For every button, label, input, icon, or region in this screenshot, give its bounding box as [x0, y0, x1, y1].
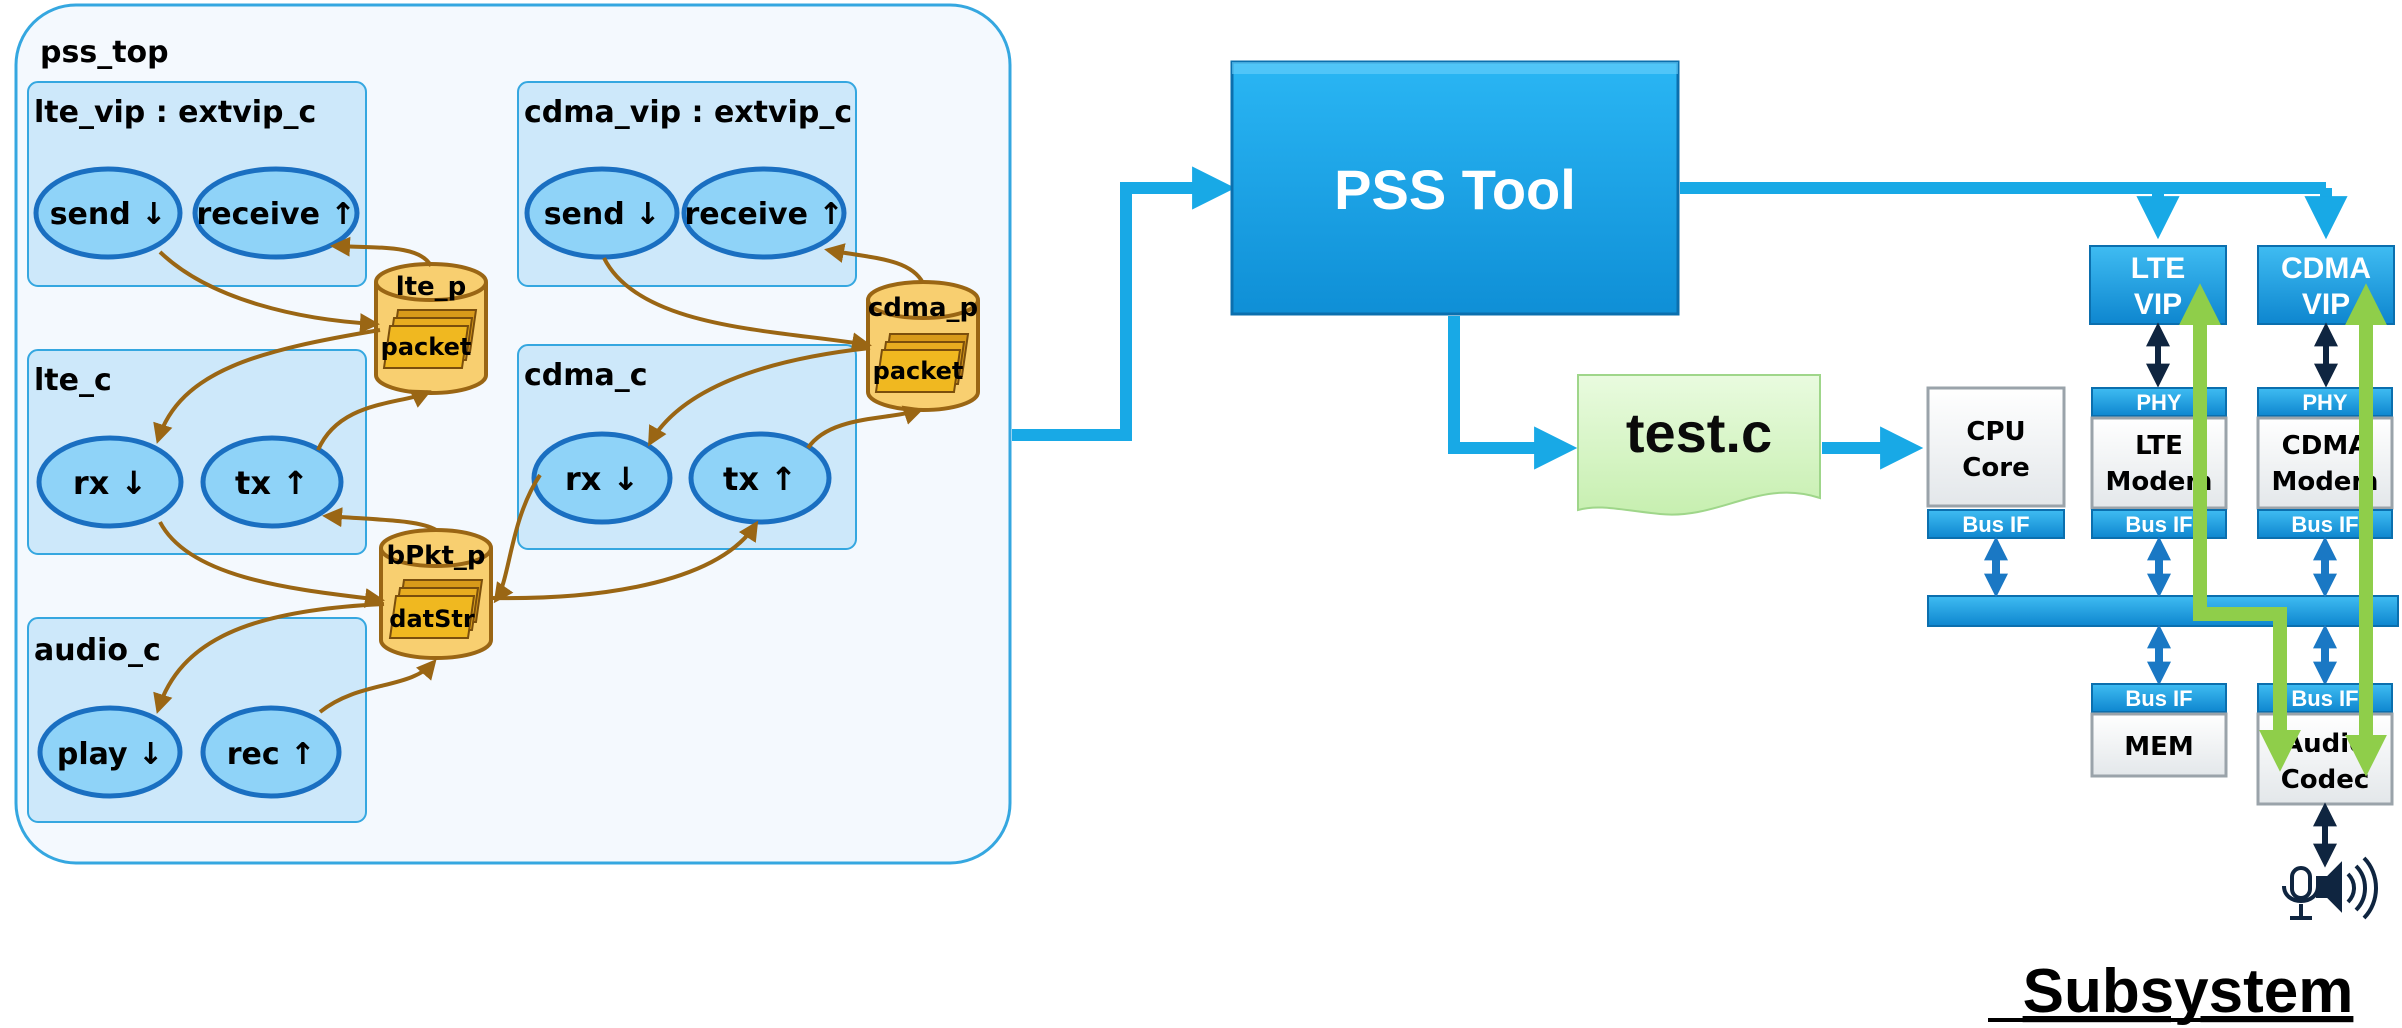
- pss-top-to-tool-arrow: [1012, 166, 1236, 441]
- system-bus: [1927, 595, 2399, 627]
- data-stream-stack-icon: [388, 579, 484, 639]
- cdma-c-tx-label: tx ↑: [723, 460, 797, 498]
- lte-vip-receive-label: receive ↑: [196, 197, 355, 232]
- audio-c-rec-action: [200, 705, 342, 799]
- flow-cdma-p-to-cdma-rx: [648, 346, 871, 447]
- lte-c-tx-label: tx ↑: [235, 464, 309, 502]
- flow-cdma-tx-to-cdma-p: [806, 405, 924, 450]
- green-path-lte-to-audio: [2179, 283, 2301, 772]
- lte-modem-line1: LTE: [2135, 431, 2183, 461]
- audio-c-title: audio_c: [34, 633, 161, 668]
- test-file-label: test.c: [1626, 401, 1772, 464]
- lte-vip-title: lte_vip : extvip_c: [34, 95, 316, 130]
- cdma-vip-block: CDMA VIP: [2257, 245, 2395, 325]
- pool-flow-arrows: [153, 236, 925, 714]
- audio-c-play-label: play ↓: [57, 737, 163, 772]
- cdma-c-rx-label: rx ↓: [565, 460, 639, 498]
- cdma-vip-send-action: [524, 166, 680, 260]
- cpu-bus-if-label: Bus IF: [1962, 512, 2029, 537]
- pool-lte-p: lte_p packet: [374, 262, 488, 395]
- mem-bus-if-label: Bus IF: [2125, 686, 2192, 711]
- pool-cdma-p-content: packet: [873, 357, 964, 385]
- lte-vip-component: lte_vip : extvip_c send ↓ receive ↑: [27, 81, 367, 287]
- pool-bpkt-p-content: datStr: [389, 605, 475, 633]
- cdma-c-tx-action: [688, 431, 832, 525]
- pool-cdma-p: cdma_p packet: [866, 280, 980, 412]
- flow-bpkt-p-to-audio-play: [153, 602, 385, 714]
- flow-lte-rx-to-bpkt-p: [158, 521, 385, 608]
- lte-c-tx-action: [200, 435, 344, 529]
- flow-lte-p-to-lte-rx: [153, 328, 381, 444]
- test-traffic-paths: [2179, 283, 2387, 777]
- cdma-vip-title: cdma_vip : extvip_c: [524, 95, 852, 130]
- audio-c-play-action: [37, 705, 183, 799]
- cdma-vip-receive-label: receive ↑: [684, 197, 843, 232]
- flow-lte-tx-to-lte-p: [316, 389, 432, 451]
- flow-bpkt-p-to-lte-tx: [322, 507, 438, 532]
- flow-lte-send-to-lte-p: [158, 250, 380, 334]
- flow-audio-rec-to-bpkt-p: [318, 658, 437, 714]
- lte-vip-block-line1: LTE: [2131, 252, 2185, 285]
- cdma-c-component: cdma_c rx ↓ tx ↑: [517, 344, 857, 550]
- test-file-document: test.c: [1577, 374, 1821, 516]
- lte-modem-bus-if-label: Bus IF: [2125, 512, 2192, 537]
- mem-label: MEM: [2124, 732, 2194, 762]
- cdma-c-title: cdma_c: [524, 358, 648, 393]
- flow-cdma-send-to-cdma-p: [602, 257, 872, 353]
- lte-vip-send-label: send ↓: [50, 197, 167, 232]
- cpu-core-block: CPU Core Bus IF: [1926, 386, 2066, 539]
- cdma-vip-block-line1: CDMA: [2281, 252, 2371, 285]
- lte-c-component: lte_c rx ↓ tx ↑: [27, 349, 367, 555]
- lte-c-title: lte_c: [34, 363, 112, 398]
- cdma-vip-block-line2: VIP: [2302, 288, 2350, 321]
- pool-lte-p-name: lte_p: [396, 272, 467, 302]
- lte-c-rx-action: [36, 435, 184, 529]
- audio-bus-if-label: Bus IF: [2291, 686, 2358, 711]
- bus-links: [1984, 536, 2337, 686]
- audio-codec-line2: Codec: [2281, 765, 2370, 795]
- tool-to-test-file-arrow: [1448, 316, 1578, 470]
- subsystem-title: Subsystem: [2023, 957, 2354, 1026]
- cdma-modem-line1: CDMA: [2282, 431, 2369, 461]
- packet-stack-icon: [382, 309, 478, 369]
- audio-c-rec-label: rec ↑: [227, 737, 316, 772]
- pool-bpkt-p-name: bPkt_p: [387, 541, 486, 571]
- cdma-vip-component: cdma_vip : extvip_c send ↓ receive ↑: [517, 81, 857, 287]
- mem-block: Bus IF MEM: [2090, 683, 2228, 778]
- cdma-vip-receive-action: [681, 166, 847, 260]
- pss-tool-label: PSS Tool: [1334, 158, 1576, 221]
- flow-lte-p-to-lte-receive: [330, 236, 433, 268]
- flow-cdma-rx-to-bpkt-p: [493, 473, 542, 604]
- lte-vip-block-line2: VIP: [2134, 288, 2182, 321]
- microphone-speaker-icon: [2282, 856, 2378, 920]
- pool-bpkt-p: bPkt_p datStr: [379, 528, 493, 660]
- audio-codec-line1: Audio: [2283, 729, 2367, 759]
- cdma-vip-send-label: send ↓: [544, 197, 661, 232]
- flow-cdma-p-to-cdma-receive: [824, 243, 925, 285]
- flow-bpkt-p-to-cdma-tx: [490, 520, 759, 601]
- pss-top-title: pss_top: [40, 35, 169, 70]
- lte-modem-phy-label: PHY: [2136, 390, 2182, 415]
- lte-vip-send-action: [33, 166, 183, 260]
- cdma-modem-bus-if-label: Bus IF: [2291, 512, 2358, 537]
- packet-stack-icon: [874, 333, 970, 393]
- cdma-modem-phy-label: PHY: [2302, 390, 2348, 415]
- pool-lte-p-content: packet: [381, 333, 472, 361]
- lte-vip-receive-action: [192, 166, 360, 260]
- cpu-core-line2: Core: [1962, 453, 2029, 483]
- audio-c-component: audio_c play ↓ rec ↑: [27, 617, 367, 823]
- cpu-core-line1: CPU: [1966, 417, 2025, 447]
- pss-tool-box: PSS Tool: [1230, 60, 1680, 316]
- cdma-c-rx-action: [531, 431, 673, 525]
- pool-cdma-p-name: cdma_p: [868, 293, 978, 323]
- lte-c-rx-label: rx ↓: [73, 464, 147, 502]
